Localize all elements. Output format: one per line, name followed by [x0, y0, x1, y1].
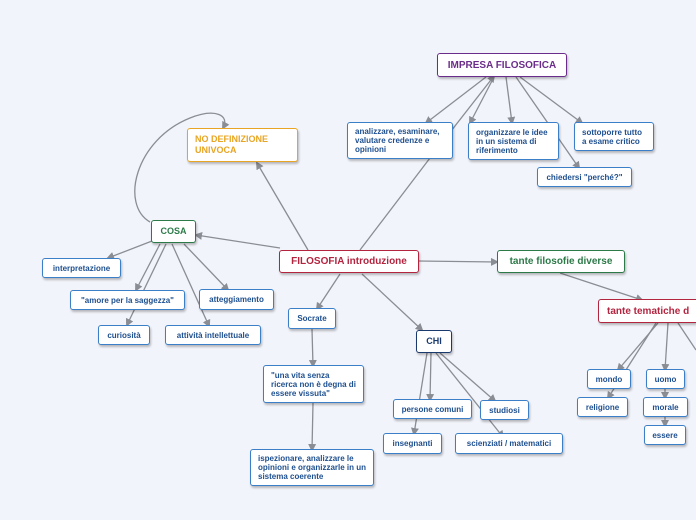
edge-chi-scienziati: [435, 352, 505, 439]
edge-cosa-curiosita: [125, 243, 167, 327]
node-sottoporre[interactable]: sottoporre tutto a esame critico: [574, 122, 654, 151]
node-mondo[interactable]: mondo: [587, 369, 631, 389]
node-uomo[interactable]: uomo: [646, 369, 685, 389]
node-morale[interactable]: morale: [643, 397, 688, 417]
node-socrate[interactable]: Socrate: [288, 308, 336, 329]
edge-root-analizzare: [359, 157, 431, 251]
node-chi[interactable]: CHI: [416, 330, 452, 353]
edge-impresa-sottoporre: [519, 76, 584, 125]
node-cosa[interactable]: COSA: [151, 220, 196, 243]
edge-tante-tematiche: [559, 272, 644, 302]
node-atteggiamento[interactable]: atteggiamento: [199, 289, 274, 310]
edge-root-cosa: [194, 231, 281, 249]
node-organizzare[interactable]: organizzare le idee in un sistema di rif…: [468, 122, 559, 160]
edge-root-chi: [361, 273, 424, 332]
edge-impresa-analizzare: [424, 76, 487, 125]
edge-cosa-atteggiamento: [183, 243, 230, 292]
node-insegnanti[interactable]: insegnanti: [383, 433, 442, 454]
node-persone-comuni[interactable]: persone comuni: [393, 399, 472, 419]
node-analizzare[interactable]: analizzare, esaminare, valutare credenze…: [347, 122, 453, 159]
node-no-definizione[interactable]: NO DEFINIZIONE UNIVOCA: [187, 128, 298, 162]
edge-root-tante: [417, 257, 499, 266]
edge-impresa-chiedersi: [505, 76, 516, 125]
edge-vita-ispezionare: [308, 402, 317, 452]
node-impresa-filosofica[interactable]: IMPRESA FILOSOFICA: [437, 53, 567, 77]
node-interpretazione[interactable]: interpretazione: [42, 258, 121, 278]
node-religione[interactable]: religione: [577, 397, 628, 417]
edge-cosa-interpretazione: [106, 240, 153, 260]
node-curiosita[interactable]: curiosità: [98, 325, 150, 345]
node-ispezionare[interactable]: ispezionare, analizzare le opinioni e or…: [250, 449, 374, 486]
node-essere[interactable]: essere: [644, 425, 686, 445]
edge-root-socrate: [315, 273, 341, 311]
edge-tematiche-offscreen: [677, 322, 696, 351]
edge-cosa-attivita: [171, 243, 211, 328]
node-scienziati[interactable]: scienziati / matematici: [455, 433, 563, 454]
edge-chi-insegnanti: [411, 352, 428, 436]
edge-root-nodef: [255, 161, 309, 251]
edge-tematiche-uomo: [661, 322, 670, 372]
edge-chi-persone: [426, 352, 435, 402]
edge-socrate-vita: [308, 328, 317, 368]
edge-cosa-nodef: [134, 112, 230, 223]
node-chiedersi[interactable]: chiedersi "perché?": [537, 167, 632, 187]
node-attivita[interactable]: attività intellettuale: [165, 325, 261, 345]
node-amore[interactable]: "amore per la saggezza": [70, 290, 185, 310]
edge-impresa-organizzare: [469, 76, 495, 125]
root-node[interactable]: FILOSOFIA introduzione: [279, 250, 419, 273]
node-tante-tematiche[interactable]: tante tematiche d: [598, 299, 696, 323]
edge-cosa-amore: [135, 243, 161, 292]
node-vita[interactable]: "una vita senza ricerca non è degna di e…: [263, 365, 364, 403]
node-tante-filosofie[interactable]: tante filosofie diverse: [497, 250, 625, 273]
node-studiosi[interactable]: studiosi: [480, 400, 529, 420]
edge-chi-studiosi: [439, 352, 497, 403]
